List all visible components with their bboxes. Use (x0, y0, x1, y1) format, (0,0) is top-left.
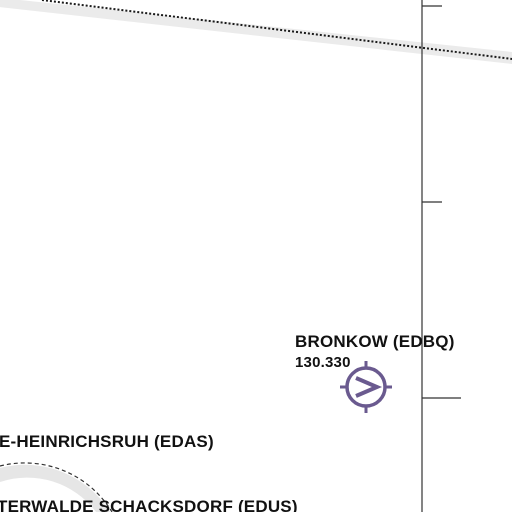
airfield-frequency-bronkow: 130.330 (295, 354, 351, 371)
airfield-symbol[interactable] (340, 361, 392, 413)
airspace-boundary-band (0, 0, 512, 64)
airfield-name-bronkow: BRONKOW (EDBQ) (295, 332, 455, 351)
runway-direction-icon (355, 376, 383, 398)
airspace-boundary-dotted (41, 0, 512, 60)
airfield-name-heinrichsruh: E-HEINRICHSRUH (EDAS) (0, 432, 214, 451)
control-zone-band (0, 464, 110, 512)
control-zone-boundary (0, 462, 113, 512)
airfield-name-schacksdorf: TERWALDE SCHACKSDORF (EDUS) (0, 497, 298, 512)
